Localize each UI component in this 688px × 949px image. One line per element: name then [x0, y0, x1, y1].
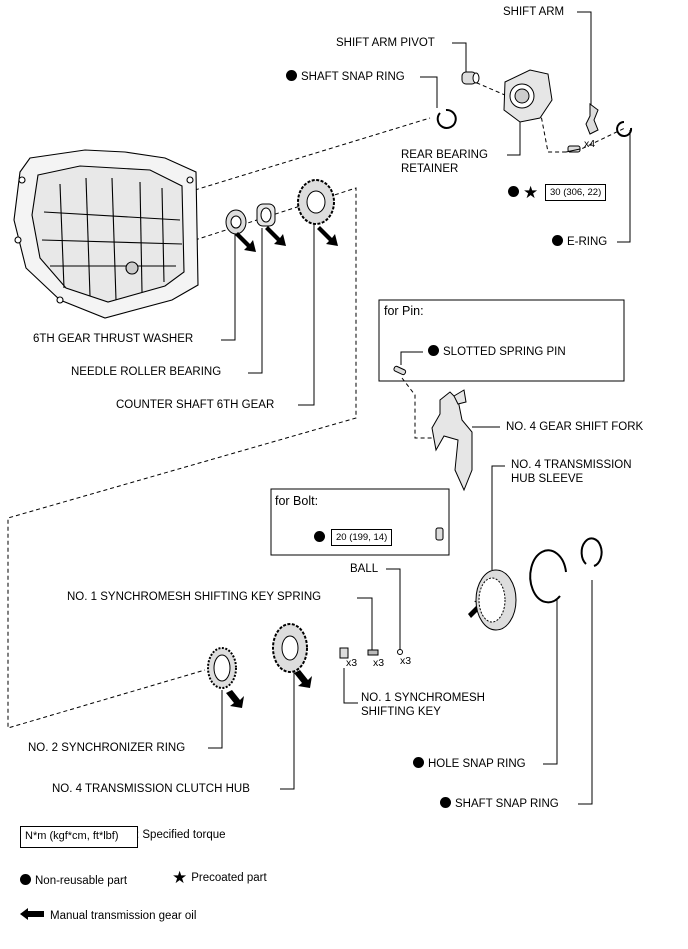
key-spring-part — [367, 649, 379, 656]
qty-retainer-bolts: x4 — [584, 138, 596, 150]
qty-balls: x3 — [400, 655, 412, 667]
torque-fork-icon — [314, 531, 329, 545]
slotted-spring-pin-part — [393, 365, 407, 376]
shaft-snap-ring-bottom-part — [580, 537, 603, 567]
leader-shift-arm — [577, 11, 592, 105]
leader-shifting-key — [343, 668, 358, 704]
hub-sleeve-part — [475, 569, 517, 631]
non-reusable-icon — [552, 235, 563, 246]
leader-needle-bearing — [248, 228, 263, 374]
label-shaft-snap-ring-bottom: SHAFT SNAP RING — [440, 797, 559, 811]
leader-hub-sleeve — [491, 465, 505, 570]
label-hub-sleeve: NO. 4 TRANSMISSION HUB SLEEVE — [511, 459, 632, 485]
label-rear-bearing-retainer: REAR BEARING RETAINER — [401, 149, 488, 175]
non-reusable-icon — [20, 874, 31, 885]
transmission-case — [13, 149, 199, 319]
thrust-washer-part — [225, 209, 247, 235]
star-icon: ★ — [172, 868, 188, 887]
label-needle-roller-bearing: NEEDLE ROLLER BEARING — [71, 366, 222, 378]
for-bolt-box — [270, 488, 450, 556]
gear-shift-fork-part — [431, 389, 473, 492]
non-reusable-icon — [440, 797, 451, 808]
label-ball: BALL — [350, 563, 379, 575]
label-shift-arm-pivot: SHIFT ARM PIVOT — [336, 37, 435, 49]
label-e-ring: E-RING — [552, 235, 607, 249]
legend-torque-desc: : Specified torque — [136, 829, 226, 841]
leader-slotted-pin — [400, 351, 423, 365]
torque-retainer-bolt: 30 (306, 22) — [545, 184, 607, 201]
leader-rear-bearing-retainer — [507, 120, 521, 156]
non-reusable-icon — [314, 531, 325, 542]
leader-clutch-hub — [280, 668, 295, 790]
shifting-key-part — [339, 647, 349, 659]
leader-shaft-snap-ring-top — [420, 76, 438, 108]
label-shifting-key: NO. 1 SYNCHROMESH SHIFTING KEY — [361, 692, 485, 718]
leader-shaft-snap-ring-bottom — [578, 580, 593, 805]
retainer-bolt-part — [565, 145, 581, 153]
label-clutch-hub: NO. 4 TRANSMISSION CLUTCH HUB — [52, 783, 250, 795]
e-ring-part — [616, 121, 633, 137]
non-reusable-icon — [428, 345, 439, 356]
for-bolt-title: for Bolt: — [275, 494, 319, 508]
hole-snap-ring-part — [529, 549, 567, 604]
legend-torque-box: N*m (kgf*cm, ft*lbf) — [20, 826, 138, 848]
leader-hole-snap-ring — [543, 598, 558, 765]
label-key-spring: NO. 1 SYNCHROMESH SHIFTING KEY SPRING — [67, 591, 322, 603]
qty-shifting-keys: x3 — [346, 657, 358, 669]
shaft-snap-ring-top-part — [436, 108, 457, 129]
label-shift-fork: NO. 4 GEAR SHIFT FORK — [506, 421, 644, 433]
shift-arm-pivot-part — [461, 71, 480, 85]
legend-gear-oil: Manual transmission gear oil — [20, 908, 196, 922]
leader-key-spring — [357, 597, 373, 652]
leader-e-ring — [617, 130, 631, 243]
leader-thrust-washer — [221, 232, 236, 341]
shift-arm-part — [585, 103, 599, 135]
torque-fork-bolt: 20 (199, 14) — [331, 529, 393, 546]
for-pin-title: for Pin: — [384, 304, 424, 318]
label-thrust-washer: 6TH GEAR THRUST WASHER — [33, 333, 194, 345]
legend-torque-units: N*m (kgf*cm, ft*lbf) — [25, 830, 119, 842]
clutch-hub-part — [272, 623, 308, 673]
arrow-left-icon — [20, 908, 44, 920]
star-icon: ★ — [523, 183, 539, 202]
label-hole-snap-ring: HOLE SNAP RING — [413, 757, 526, 771]
needle-roller-bearing-part — [256, 203, 276, 227]
gear-oil-arrows — [226, 226, 486, 708]
leader-shift-arm-pivot — [452, 42, 467, 72]
counter-shaft-6th-gear-part — [297, 179, 335, 225]
label-shaft-snap-ring-top: SHAFT SNAP RING — [286, 70, 405, 84]
assembly-line-rear — [194, 117, 431, 191]
synchronizer-ring-part — [207, 647, 237, 689]
non-reusable-icon — [286, 70, 297, 81]
legend-precoated: ★Precoated part — [172, 868, 267, 887]
torque-retainer-icons: ★ — [508, 183, 542, 202]
for-pin-box — [378, 299, 625, 382]
fork-bolt-part — [435, 527, 444, 541]
label-slotted-spring-pin: SLOTTED SPRING PIN — [428, 345, 566, 359]
label-counter-shaft-gear: COUNTER SHAFT 6TH GEAR — [116, 399, 275, 411]
non-reusable-icon — [508, 186, 519, 197]
leader-ball — [386, 568, 401, 650]
rear-bearing-retainer-part — [503, 69, 553, 123]
non-reusable-icon — [413, 757, 424, 768]
qty-key-springs: x3 — [373, 657, 385, 669]
assembly-line-pin — [401, 377, 440, 439]
ball-part — [397, 649, 403, 655]
label-synchronizer-ring: NO. 2 SYNCHRONIZER RING — [28, 742, 186, 754]
leader-sync-ring — [208, 690, 223, 749]
legend-non-reusable: Non-reusable part — [20, 874, 127, 887]
leader-counter-gear — [298, 220, 315, 406]
label-shift-arm: SHIFT ARM — [503, 6, 565, 18]
